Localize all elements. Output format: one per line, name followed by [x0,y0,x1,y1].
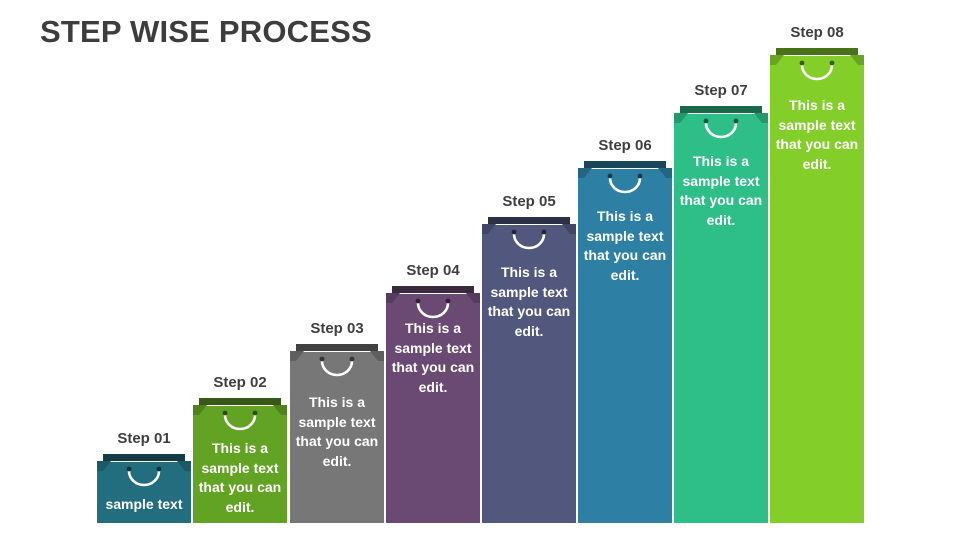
bag-handle-hole-left [704,119,709,124]
step-6: Step 06 This is a sample text that you c… [578,135,672,523]
step-text: This is a sample text that you can edit. [774,96,860,174]
step-3: Step 03 This is a sample text that you c… [290,318,384,523]
step-text: This is a sample text that you can edit. [197,439,283,517]
bag-rim [392,286,474,293]
bag-handle-hole-right [734,119,739,124]
step-label: Step 02 [193,374,287,391]
step-label: Step 01 [97,430,191,447]
bag-handle-hole-right [542,230,547,235]
step-text: This is a sample text that you can edit. [582,207,668,285]
bag-rim [776,48,858,55]
bag-handle-hole-left [416,299,421,304]
bag-handle-hole-left [800,61,805,66]
bag-handle-hole-left [127,467,132,472]
step-4: Step 04 This is a sample text that you c… [386,260,480,523]
step-label: Step 04 [386,262,480,279]
step-label: Step 05 [482,193,576,210]
bag-handle-hole-right [350,357,355,362]
bag-handle-hole-left [223,411,228,416]
bag-handle-hole-left [608,174,613,179]
step-label: Step 06 [578,137,672,154]
page-title: STEP WISE PROCESS [40,14,372,50]
bag-handle-hole-right [638,174,643,179]
step-5: Step 05 This is a sample text that you c… [482,191,576,523]
step-2: Step 02 This is a sample text that you c… [193,372,287,523]
bag-handle-hole-left [320,357,325,362]
bag-rim [199,398,281,405]
bag-handle-hole-right [830,61,835,66]
bag-rim [680,106,762,113]
step-label: Step 08 [770,24,864,41]
bag-rim [488,217,570,224]
bag-rim [103,454,185,461]
bag-handle-hole-right [253,411,258,416]
step-label: Step 03 [290,320,384,337]
step-text: This is a sample text that you can edit. [678,152,764,230]
step-text: This is a sample text that you can edit. [294,393,380,471]
bag-rim [296,344,378,351]
bag-handle-hole-right [157,467,162,472]
step-text: sample text [101,495,187,515]
step-1: Step 01 sample text [97,428,191,523]
step-text: This is a sample text that you can edit. [390,319,476,397]
bag-handle-hole-right [446,299,451,304]
bag-rim [584,161,666,168]
bag-handle-hole-left [512,230,517,235]
step-label: Step 07 [674,82,768,99]
step-text: This is a sample text that you can edit. [486,263,572,341]
step-7: Step 07 This is a sample text that you c… [674,80,768,523]
step-8: Step 08 This is a sample text that you c… [770,22,864,523]
